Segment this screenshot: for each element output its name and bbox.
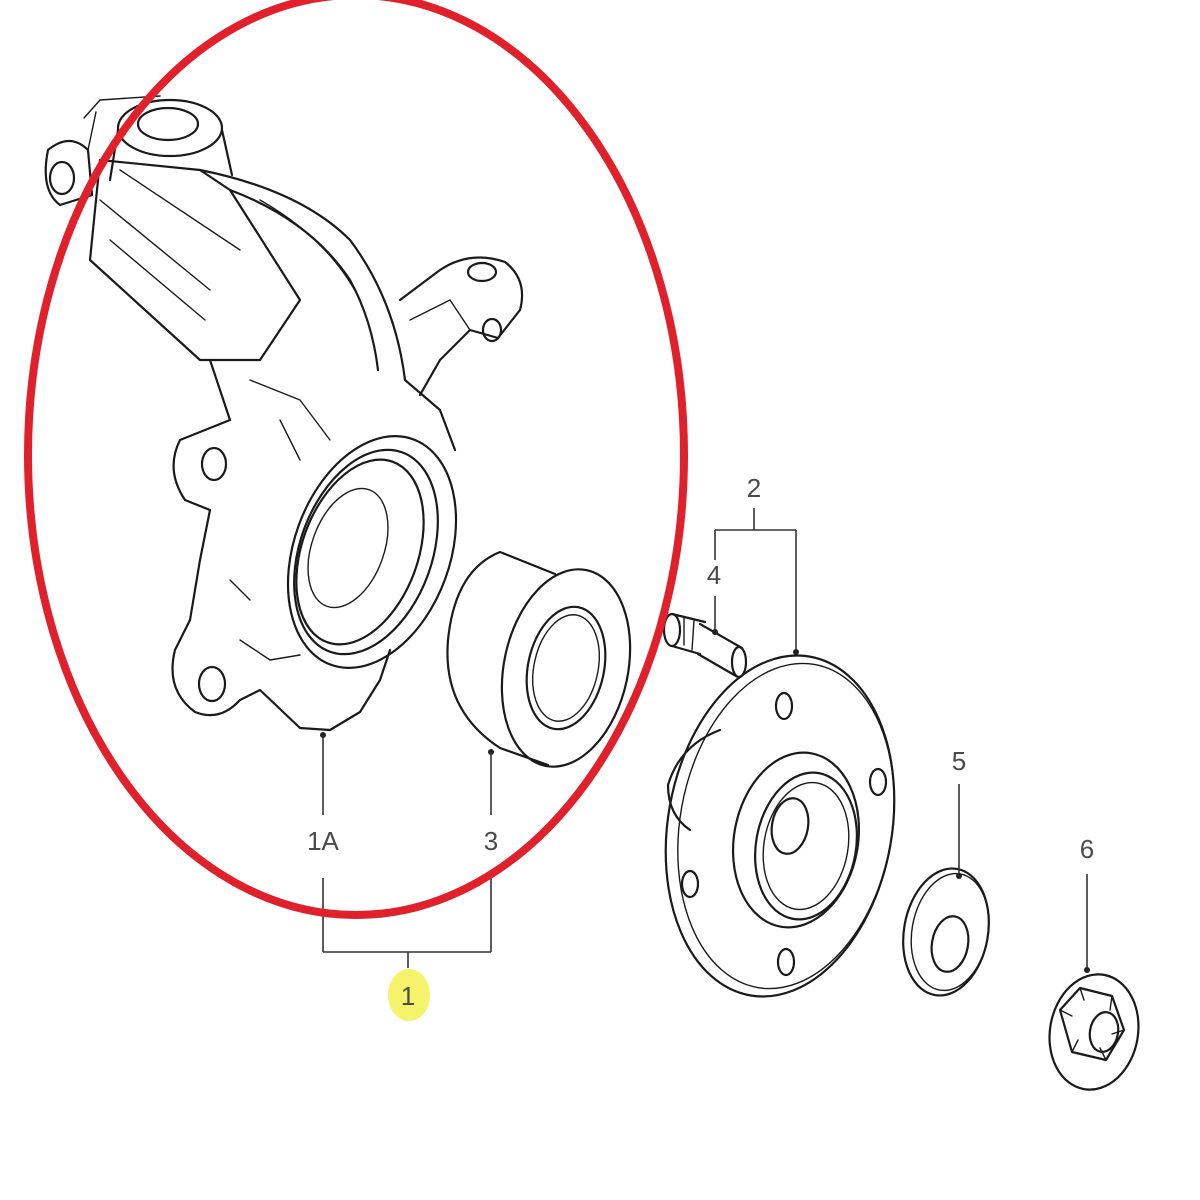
callout-label-1: 1 — [401, 981, 415, 1011]
callout-label-4: 4 — [707, 560, 721, 590]
callout-highlight — [388, 969, 430, 1021]
callout-label-1a: 1A — [307, 826, 339, 856]
steering-knuckle-drawing — [44, 95, 524, 732]
wheel-hub-drawing — [664, 654, 896, 998]
red-annotation-circle — [24, 0, 688, 919]
wheel-bearing-drawing — [446, 550, 632, 768]
callout-label-3: 3 — [484, 826, 498, 856]
callout-label-2: 2 — [747, 473, 761, 503]
callout-label-6: 6 — [1080, 834, 1094, 864]
wheel-stud-drawing — [662, 612, 748, 679]
callout-label-5: 5 — [952, 746, 966, 776]
hex-nut-drawing — [1048, 973, 1140, 1091]
washer-drawing — [902, 867, 990, 997]
